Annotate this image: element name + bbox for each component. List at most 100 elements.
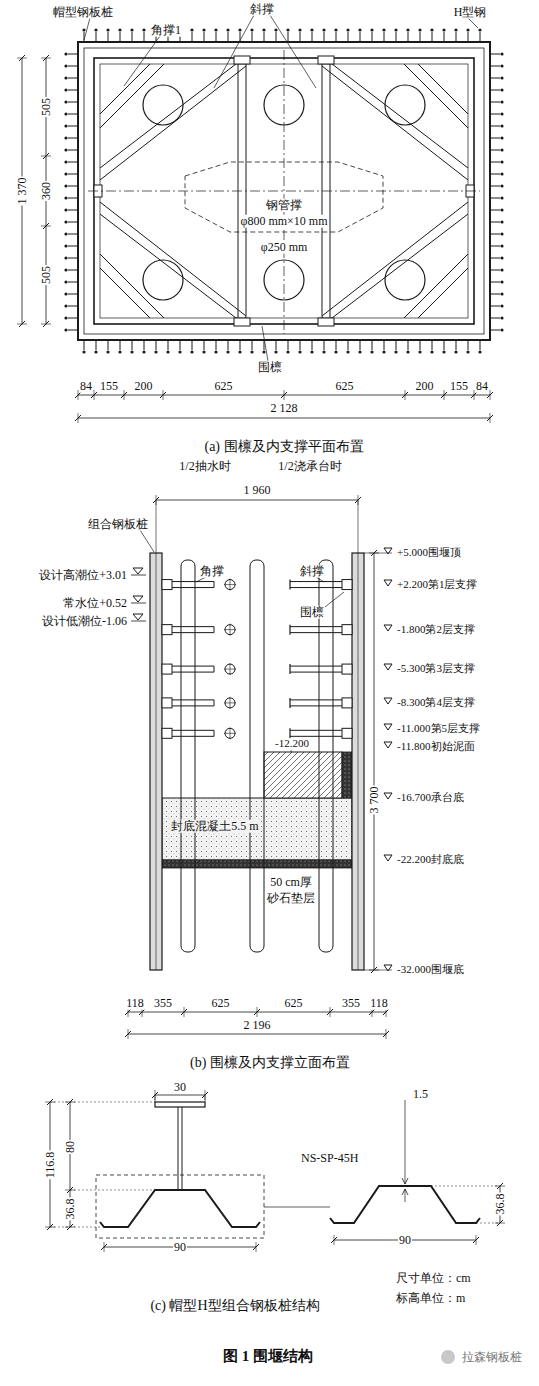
h-beam-dot: [250, 28, 253, 31]
h-beam-dot: [226, 350, 229, 353]
strut: [322, 66, 468, 180]
annotation-label: 50 cm厚: [269, 876, 313, 889]
annotation-label: +5.000围堰顶: [396, 547, 462, 559]
extension-line: [78, 413, 79, 423]
h-beam-dot: [382, 350, 385, 353]
h-beam-dot: [202, 350, 205, 353]
extension-line: [364, 970, 392, 971]
leader-line: [214, 15, 254, 88]
h-beam-dot: [64, 76, 67, 79]
thickness-arrow: [402, 1189, 408, 1195]
annotation-label: -1.800第2层支撑: [396, 624, 476, 636]
h-beam-dot: [500, 124, 503, 127]
thickness-arrow: [402, 1178, 408, 1184]
h-beam-dot: [118, 350, 121, 353]
steel-pipe-pile: [250, 560, 264, 952]
h-beam-dot: [238, 350, 241, 353]
annotation-label: 砂石垫层: [266, 892, 316, 905]
dimension-number: 80: [64, 1140, 77, 1154]
h-beam-dot: [238, 28, 241, 31]
pile-cap: [264, 752, 342, 798]
waler-section: [162, 728, 172, 738]
h-beam-dot: [454, 28, 457, 31]
h-beam-dot: [64, 136, 67, 139]
corner-strut: [172, 672, 214, 673]
combined-sheet-pile: [150, 553, 162, 970]
water-level-line: [131, 603, 146, 604]
h-beam-dot: [154, 350, 157, 353]
h-beam-dot: [442, 350, 445, 353]
leader-line: [196, 577, 206, 582]
water-level-line: [131, 621, 146, 622]
dimension-number: 625: [211, 997, 231, 1010]
h-beam-tick: [96, 32, 97, 42]
h-beam-dot: [500, 280, 503, 283]
dimension-number: 2 196: [243, 1019, 272, 1032]
h-beam-tick: [216, 340, 217, 350]
pipe-strut-section: [225, 664, 235, 674]
h-beam-dot: [334, 350, 337, 353]
dimension-number: 625: [214, 380, 234, 393]
h-beam-tick: [324, 340, 325, 350]
h-beam-dot: [500, 196, 503, 199]
corner-strut: [172, 736, 214, 737]
strut: [100, 214, 236, 318]
strut-end: [289, 728, 290, 738]
h-beam-tick: [408, 340, 409, 350]
pile-web-line: [156, 553, 157, 970]
h-beam-tick: [444, 340, 445, 350]
strut: [404, 64, 468, 128]
strut-joint: [234, 56, 250, 64]
extension-line: [41, 226, 51, 227]
h-beam-tick: [490, 78, 500, 79]
waler-section: [342, 698, 352, 708]
h-beam-dot: [370, 350, 373, 353]
annotation-label: (a) 围檩及内支撑平面布置: [203, 440, 364, 455]
h-beam-tick: [144, 340, 145, 350]
h-beam-tick: [336, 32, 337, 42]
extension-line: [184, 1007, 185, 1017]
hat-sheet-pile: [100, 1190, 260, 1227]
h-beam-dot: [64, 268, 67, 271]
h-beam-tick: [490, 114, 500, 115]
elevation-mark: [384, 664, 392, 670]
annotation-label: φ800 mm×10 mm: [239, 215, 328, 228]
h-beam-dot: [94, 28, 97, 31]
elevation-mark: [384, 793, 392, 799]
h-beam-tick: [420, 32, 421, 42]
dimension-number: 355: [341, 997, 361, 1010]
dimension-number: 1 370: [16, 177, 29, 206]
h-beam-tick: [490, 222, 500, 223]
annotation-label: 围檩: [257, 361, 283, 374]
center-line: [284, 50, 285, 334]
h-beam-dot: [500, 292, 503, 295]
h-beam-dot: [64, 232, 67, 235]
dimension-number: 36.8: [64, 1198, 77, 1221]
annotation-label: NS-SP-45H: [300, 1152, 359, 1165]
waler-section: [162, 698, 172, 708]
dimension-number: 30: [173, 1081, 187, 1094]
leader-line: [124, 36, 160, 86]
h-beam-dot: [64, 196, 67, 199]
h-beam-dot: [64, 52, 67, 55]
h-beam-dot: [500, 148, 503, 151]
diagonal-strut: [290, 699, 342, 700]
sheet-pile-wall: [78, 42, 490, 340]
annotation-label: 拉森钢板桩: [461, 1351, 523, 1364]
h-beam-dot: [500, 52, 503, 55]
h-beam-tick: [192, 32, 193, 42]
strut-joint: [318, 56, 334, 64]
extension-line: [364, 553, 392, 554]
center-line: [88, 191, 480, 192]
corner-strut: [172, 626, 214, 627]
h-beam-tick: [312, 32, 313, 42]
h-beam-tick: [240, 340, 241, 350]
h-beam-tick: [228, 340, 229, 350]
h-beam-dot: [430, 28, 433, 31]
cap-outline: [185, 162, 383, 232]
h-beam-tick: [360, 32, 361, 42]
extension-line: [334, 1235, 335, 1245]
extension-line: [128, 1029, 129, 1039]
h-beam-tick: [264, 32, 265, 42]
extension-line: [431, 1186, 500, 1187]
